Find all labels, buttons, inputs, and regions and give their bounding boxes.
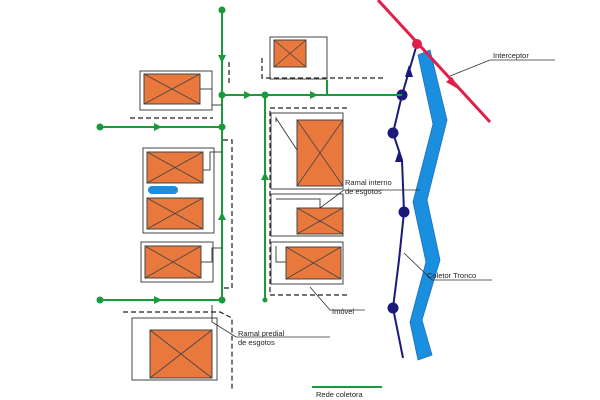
interceptor-junction-node xyxy=(412,39,422,49)
building-icon xyxy=(143,73,201,105)
interceptor-arrow-icon xyxy=(446,77,460,90)
collector-nodes xyxy=(96,6,269,304)
trunk-flow-arrow-icon xyxy=(405,65,413,77)
property-lines xyxy=(123,58,385,390)
interceptor-label: Interceptor xyxy=(493,51,529,60)
house-branch xyxy=(203,151,222,171)
building-icon xyxy=(285,246,342,280)
trunk-node xyxy=(387,302,399,314)
property-label: Imóvel xyxy=(332,307,354,316)
trunk-collector-line xyxy=(391,43,418,359)
flow-arrow-icon xyxy=(218,55,226,63)
house-branch-label-2: de esgotos xyxy=(238,338,275,347)
flow-arrow-icon xyxy=(154,296,162,304)
interceptor-line xyxy=(376,0,492,124)
flow-arrow-icon xyxy=(244,91,252,99)
house-branch xyxy=(275,116,298,151)
river xyxy=(409,49,448,361)
flow-arrow-icon xyxy=(310,91,318,99)
lot xyxy=(131,317,218,381)
flow-arrow-icon xyxy=(218,212,226,220)
trunk-node xyxy=(398,206,410,218)
flow-arrow-icon xyxy=(261,172,269,180)
building-icon xyxy=(146,197,204,230)
collector-flow-arrows xyxy=(154,55,318,304)
building-icon xyxy=(144,245,202,279)
lot xyxy=(140,241,214,283)
building-icon xyxy=(146,151,204,184)
legend-label: Rede coletora xyxy=(316,390,364,399)
building-icon xyxy=(296,119,344,187)
internal-branch-label: Ramal interno xyxy=(345,178,392,187)
house-branch xyxy=(200,88,222,106)
leader-lines xyxy=(211,59,555,338)
lot xyxy=(269,36,328,80)
building-icon xyxy=(149,329,213,379)
water-tank xyxy=(148,186,178,194)
trunk-collector-label: Coletor Tronco xyxy=(427,271,476,280)
building-icon xyxy=(296,207,344,235)
lot xyxy=(142,147,215,234)
flow-arrow-icon xyxy=(154,123,162,131)
house-branch xyxy=(276,198,321,208)
internal-branch-label-2: de esgotos xyxy=(345,187,382,196)
trunk-flow-arrow-icon xyxy=(395,150,403,162)
house-branch xyxy=(275,246,286,263)
trunk-node xyxy=(387,127,399,139)
building-icon xyxy=(273,39,307,68)
lot xyxy=(270,241,344,285)
house-branch-label: Ramal predial xyxy=(238,329,285,338)
house-branch xyxy=(201,247,222,263)
